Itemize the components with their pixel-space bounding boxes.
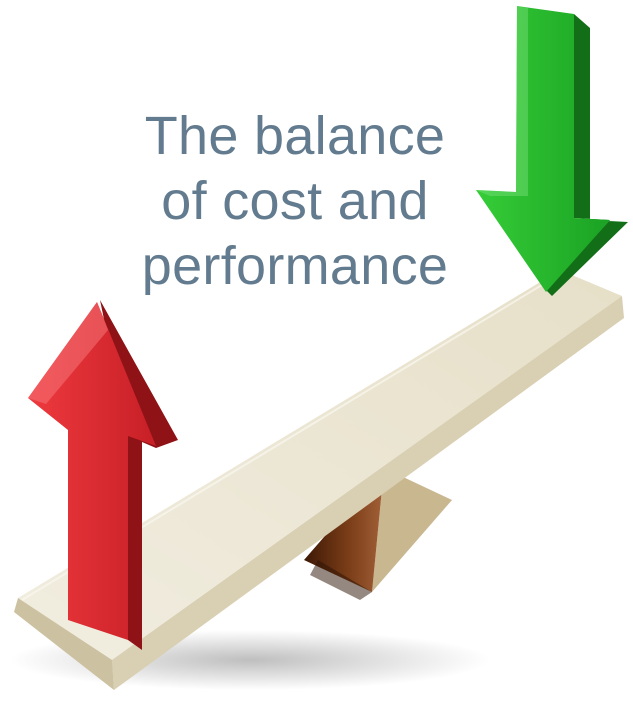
headline-line-1: The balance [144,106,446,166]
headline-line-3: performance [141,236,449,296]
green-down-arrow-icon [476,6,628,296]
headline-line-2: of cost and [161,171,429,231]
headline-text: The balance of cost and performance [120,104,470,299]
red-up-arrow-icon [28,300,178,650]
